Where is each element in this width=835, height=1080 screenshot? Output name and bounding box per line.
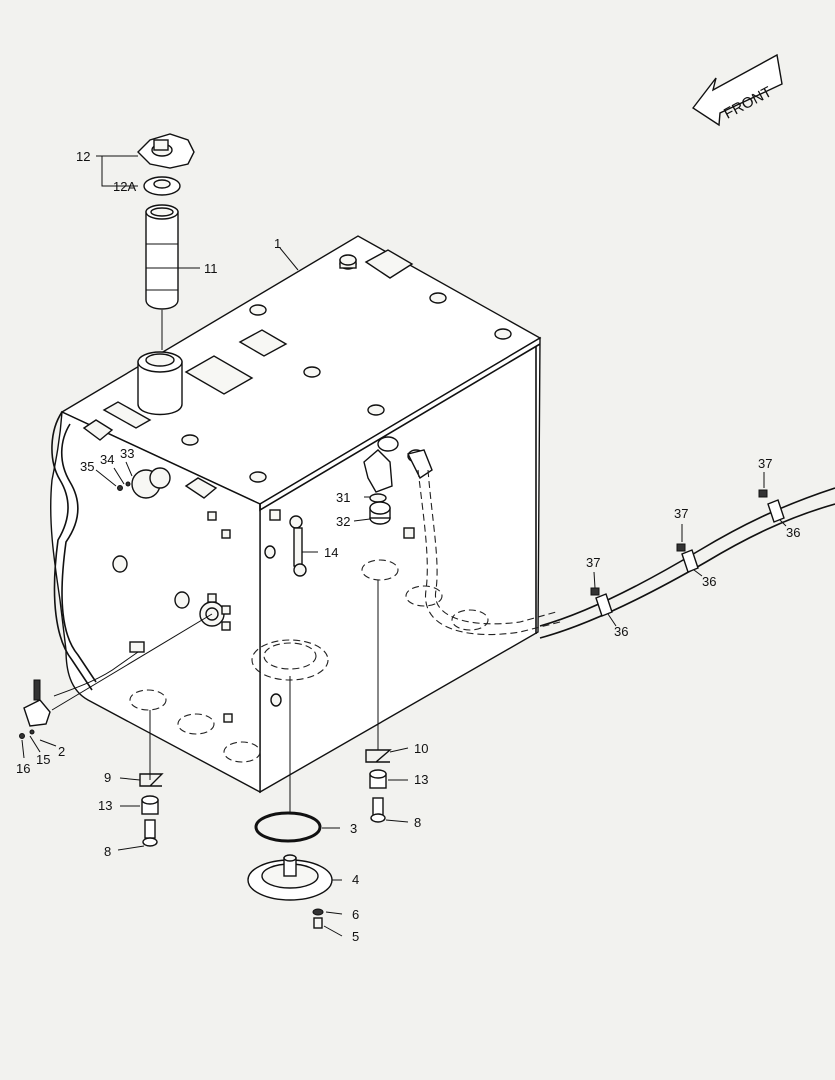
- callout-32: 32: [336, 514, 350, 529]
- drain-washer: [312, 908, 324, 916]
- right-mount-assembly: [365, 580, 392, 823]
- leader-lines: [21, 155, 787, 937]
- callout-6: 6: [352, 907, 359, 922]
- callout-33: 33: [120, 446, 134, 461]
- callout-2: 2: [58, 744, 65, 759]
- sensor-assembly: [19, 481, 213, 739]
- callout-4: 4: [352, 872, 359, 887]
- hose-assembly: [417, 469, 835, 639]
- callout-5: 5: [352, 929, 359, 944]
- callout-10: 10: [414, 741, 428, 756]
- callout-37-b: 37: [674, 506, 688, 521]
- callout-36-a: 36: [614, 624, 628, 639]
- callout-3: 3: [350, 821, 357, 836]
- callout-labels: 1 12 12A 11 31 32 14 33 34 35 2 15 16 9 …: [16, 149, 800, 944]
- callout-8-right: 8: [414, 815, 421, 830]
- callout-15: 15: [36, 752, 50, 767]
- front-arrow: FRONT: [691, 53, 783, 127]
- filler-neck: [137, 361, 183, 416]
- filler-cap-assembly: [137, 133, 195, 350]
- tank-front-fittings: [264, 436, 433, 707]
- callout-37-c: 37: [758, 456, 772, 471]
- callout-12: 12: [76, 149, 90, 164]
- callout-16: 16: [16, 761, 30, 776]
- callout-11: 11: [204, 261, 218, 276]
- drain-o-ring: [254, 811, 322, 843]
- callout-35: 35: [80, 459, 94, 474]
- callout-36-c: 36: [786, 525, 800, 540]
- callout-14: 14: [324, 545, 338, 560]
- callout-12a: 12A: [113, 179, 136, 194]
- filler-filter: [145, 211, 179, 310]
- inspection-cover: [364, 249, 414, 279]
- tank-top-fittings: [102, 249, 512, 483]
- callout-9: 9: [104, 770, 111, 785]
- sensor: [23, 699, 51, 727]
- drain-bolt: [313, 917, 323, 929]
- callout-34: 34: [100, 452, 114, 467]
- hydraulic-tank: [50, 235, 542, 794]
- callout-36-b: 36: [702, 574, 716, 589]
- level-gauge: [289, 515, 307, 577]
- callout-13-left: 13: [98, 798, 112, 813]
- callout-8-left: 8: [104, 844, 111, 859]
- callout-13-right: 13: [414, 772, 428, 787]
- left-mount-assembly: [139, 710, 164, 847]
- callout-1: 1: [274, 236, 281, 251]
- drain-cover-assembly: [247, 676, 333, 929]
- callout-31: 31: [336, 490, 350, 505]
- callout-37-a: 37: [586, 555, 600, 570]
